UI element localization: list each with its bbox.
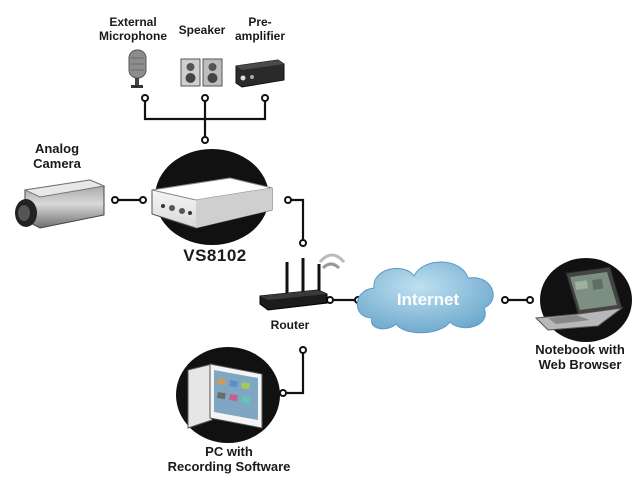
analog-camera-label: Analog Camera — [25, 141, 89, 171]
analog-camera-label-line1: Analog — [34, 141, 80, 156]
external-microphone-label-line1: External — [109, 15, 157, 29]
vs8102-label: VS8102 — [183, 246, 247, 265]
notebook-label-line2: Web Browser — [538, 357, 622, 372]
notebook-label-line1: Notebook with — [535, 342, 625, 357]
pc-label-line1: PC with — [205, 444, 253, 459]
speaker-icon — [180, 58, 223, 87]
external-microphone-label-line2: Microphone — [99, 29, 167, 43]
device-router-line — [288, 198, 305, 243]
router-icon — [259, 253, 346, 311]
notebook-icon — [534, 258, 632, 342]
pc-label-line2: Recording Software — [167, 459, 291, 474]
preamplifier-label: Pre- amplifier — [230, 15, 290, 43]
accessory-bus-line — [143, 100, 267, 140]
analog-camera-label-line2: Camera — [33, 156, 81, 171]
preamplifier-icon — [235, 59, 285, 88]
notebook-label: Notebook with Web Browser — [522, 342, 638, 372]
internet-label: Internet — [396, 290, 460, 309]
preamplifier-label-line2: amplifier — [234, 29, 285, 43]
pc-icon — [176, 347, 280, 443]
connection-lines — [113, 100, 530, 395]
router-pc-line — [283, 350, 305, 395]
internet-cloud-icon — [356, 261, 494, 334]
microphone-icon — [128, 49, 147, 88]
preamplifier-label-line1: Pre- — [248, 15, 272, 29]
router-label: Router — [270, 318, 310, 332]
external-microphone-label: External Microphone — [96, 15, 170, 43]
pc-label: PC with Recording Software — [152, 444, 306, 474]
analog-camera-icon — [15, 179, 106, 229]
speaker-label: Speaker — [178, 23, 226, 37]
vs8102-device-icon — [151, 149, 273, 245]
connection-dots — [111, 94, 534, 397]
